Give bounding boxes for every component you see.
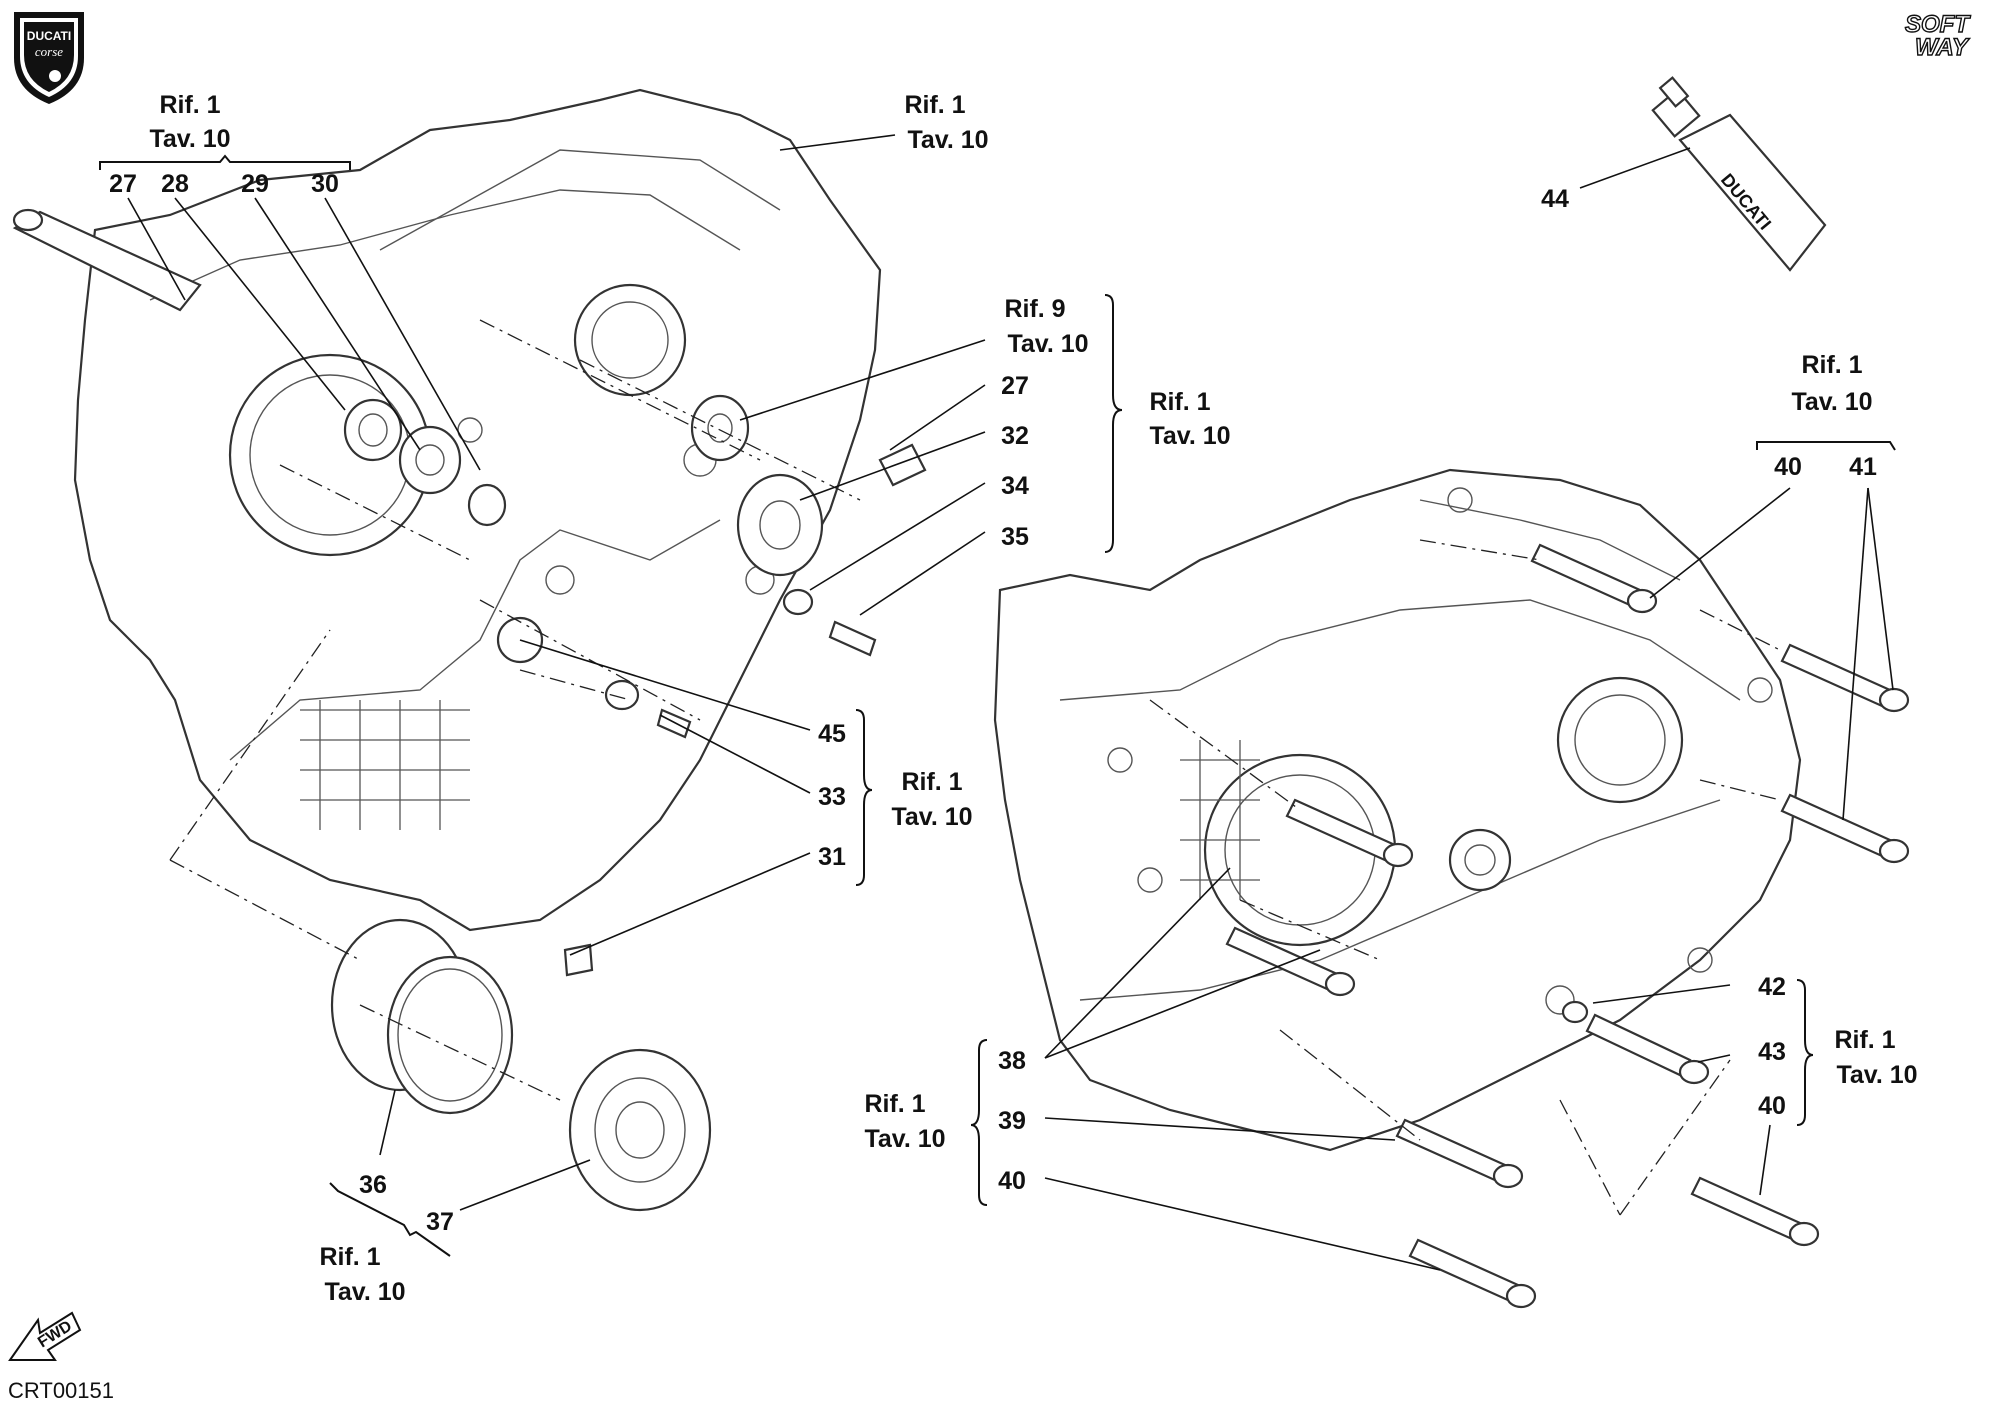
part-number: 38 [998,1047,1026,1075]
part-number: 42 [1758,973,1786,1001]
part-number: 40 [1774,453,1802,481]
ref-label: Tav. 10 [864,1125,945,1153]
part-number: 27 [109,170,137,198]
ref-label: Tav. 10 [891,803,972,831]
assembly-centerlines [169,319,1781,1216]
leader-lines [127,134,1894,1271]
right-half-bolts [1225,543,1910,1309]
ref-label: Tav. 10 [907,126,988,154]
part-number: 40 [1758,1092,1786,1120]
ref-label: Rif. 1 [319,1243,380,1271]
part-number: 43 [1758,1038,1786,1066]
ref-label: Tav. 10 [1836,1061,1917,1089]
part-number: 45 [818,720,846,748]
softway-logo: SOFT WAY [1904,10,1972,61]
ref-label: Rif. 1 [1149,388,1210,416]
part-number: 44 [1541,185,1569,213]
drawing-code: CRT00151 [8,1378,114,1403]
part-number: 28 [161,170,189,198]
forward-direction-arrow: FWD [8,1311,82,1361]
main-bearing-part-37 [568,1048,712,1212]
ref-label: Rif. 1 [864,1090,925,1118]
ref-label: Tav. 10 [324,1278,405,1306]
softway-top-text: SOFT [1905,11,1971,38]
part-number: 27 [1001,372,1029,400]
reference-brackets [99,154,1896,1257]
ref-label: Rif. 1 [904,91,965,119]
ducati-corse-logo: DUCATI corse [14,12,84,104]
part-number: 35 [1001,523,1029,551]
softway-bottom-text: WAY [1915,34,1970,61]
logo-bottom-text: corse [35,44,63,59]
part-number: 33 [818,783,846,811]
ref-label: Tav. 10 [149,125,230,153]
part-labels: Rif. 1 Tav. 10 27 28 29 30 Rif. 1 Tav. 1… [109,91,1917,1306]
right-crankcase-half [993,468,1802,1152]
part-number: 40 [998,1167,1026,1195]
part-number: 30 [311,170,339,198]
ref-label: Rif. 1 [901,768,962,796]
ref-label: Tav. 10 [1007,330,1088,358]
part-number: 29 [241,170,269,198]
part-number: 34 [1001,472,1029,500]
ref-label: Rif. 1 [1801,351,1862,379]
part-number: 31 [818,843,846,871]
logo-top-text: DUCATI [27,29,71,43]
ref-label: Rif. 1 [159,91,220,119]
ref-label: Tav. 10 [1149,422,1230,450]
ref-label: Rif. 9 [1004,295,1065,323]
cylinder-liner-part-36 [330,918,514,1115]
part-number: 41 [1849,453,1877,481]
part-number: 39 [998,1107,1026,1135]
part-number: 36 [359,1171,387,1199]
sealant-tube-part-44: DUCATI [1651,76,1827,272]
ref-label: Rif. 1 [1834,1026,1895,1054]
part-number: 32 [1001,422,1029,450]
part-number: 37 [426,1208,454,1236]
ref-label: Tav. 10 [1791,388,1872,416]
